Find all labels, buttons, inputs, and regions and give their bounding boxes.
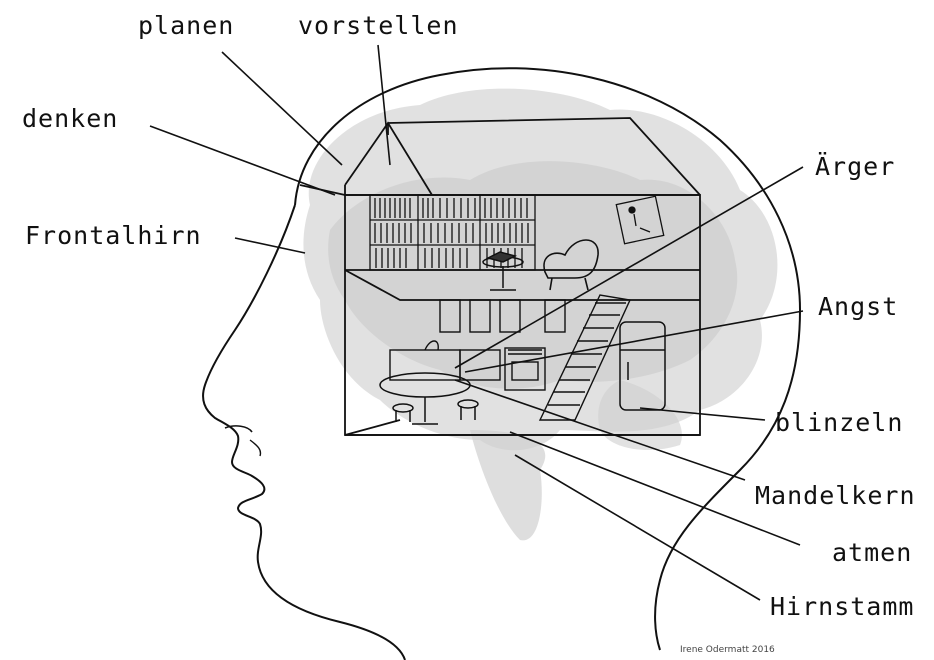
label-frontalhirn: Frontalhirn <box>25 223 202 248</box>
label-vorstellen: vorstellen <box>298 13 459 38</box>
label-aerger: Ärger <box>815 154 895 179</box>
label-denken: denken <box>22 106 118 131</box>
label-mandelkern: Mandelkern <box>755 483 916 508</box>
eye <box>225 426 252 432</box>
label-blinzeln: blinzeln <box>775 410 903 435</box>
pointer-hirnstamm <box>515 455 760 600</box>
nostril <box>250 440 261 456</box>
label-angst: Angst <box>818 294 898 319</box>
brain-illustration <box>303 89 777 541</box>
label-atmen: atmen <box>832 540 912 565</box>
artist-credit: Irene Odermatt 2016 <box>680 645 775 655</box>
pointer-planen <box>222 52 342 165</box>
label-planen: planen <box>138 13 234 38</box>
pointer-frontalhirn <box>235 238 305 253</box>
label-hirnstamm: Hirnstamm <box>770 594 914 619</box>
